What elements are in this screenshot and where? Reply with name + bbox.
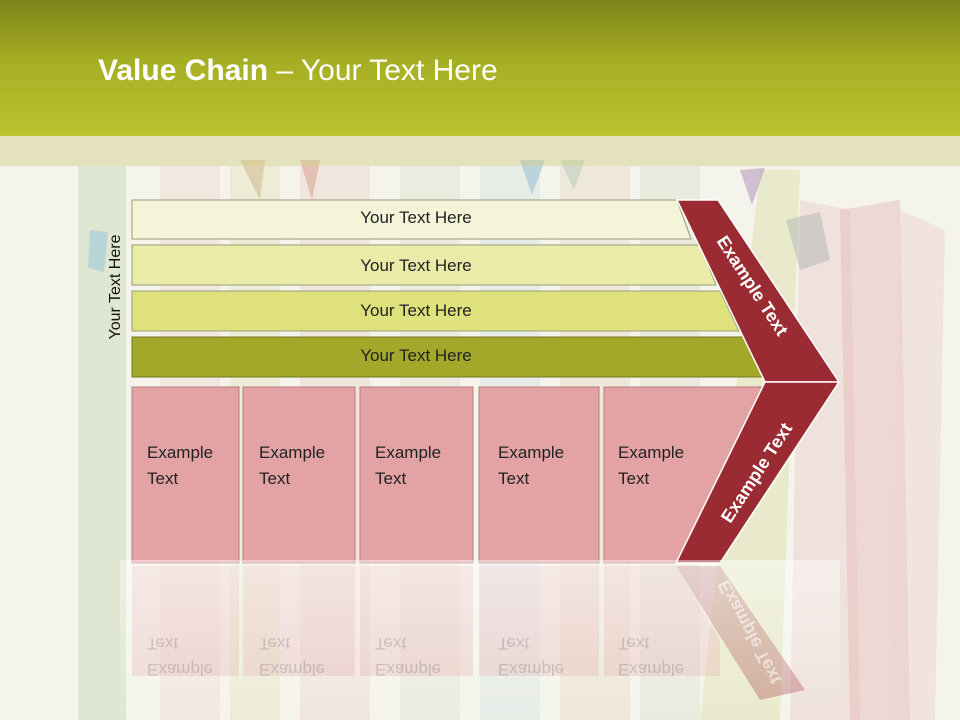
primary-box-5-line2: Text — [618, 469, 650, 488]
reflection-box-3-line1: Example — [375, 660, 442, 679]
primary-box-4-line1: Example — [498, 443, 565, 462]
reflection-box-4: Example Text — [498, 630, 564, 682]
primary-box-3-line2: Text — [375, 469, 407, 488]
reflection-box-5: Example Text — [618, 630, 684, 682]
primary-box-3 — [359, 386, 474, 564]
reflection-box-3: Example Text — [375, 630, 441, 682]
reflection-box-2: Example Text — [259, 630, 325, 682]
primary-box-1-line1: Example — [147, 443, 214, 462]
title-bold: Value Chain — [98, 54, 269, 87]
reflection-box-1: Example Text — [147, 630, 213, 682]
title-bar-band — [0, 136, 960, 166]
reflection-box-5-line2: Text — [618, 634, 650, 653]
primary-box-2-line2: Text — [259, 469, 291, 488]
primary-box-3-line1: Example — [375, 443, 442, 462]
primary-box-4-line2: Text — [498, 469, 530, 488]
page-title: Value Chain – Your Text Here — [98, 54, 498, 88]
reflection-box-1-line2: Text — [147, 634, 179, 653]
title-rest: – Your Text Here — [268, 54, 498, 87]
reflection-box-2-line1: Example — [259, 660, 326, 679]
support-row-1-label: Your Text Here — [360, 208, 472, 227]
primary-box-5-line1: Example — [618, 443, 685, 462]
primary-box-1-line2: Text — [147, 469, 179, 488]
support-row-4-label: Your Text Here — [360, 346, 472, 365]
reflection-box-1-line1: Example — [147, 660, 214, 679]
primary-box-4 — [478, 386, 600, 564]
reflection-box-5-line1: Example — [618, 660, 685, 679]
primary-box-2 — [242, 386, 356, 564]
primary-box-1 — [131, 386, 240, 564]
reflection-box-4-line1: Example — [498, 660, 565, 679]
reflection-box-3-line2: Text — [375, 634, 407, 653]
support-row-2-label: Your Text Here — [360, 256, 472, 275]
support-row-2 — [131, 244, 717, 286]
reflection-box-2-line2: Text — [259, 634, 291, 653]
support-row-3-label: Your Text Here — [360, 301, 472, 320]
support-row-1 — [131, 199, 692, 240]
primary-box-2-line1: Example — [259, 443, 326, 462]
reflection-box-4-line2: Text — [498, 634, 530, 653]
title-bar — [0, 0, 960, 136]
support-row-3 — [131, 290, 740, 332]
